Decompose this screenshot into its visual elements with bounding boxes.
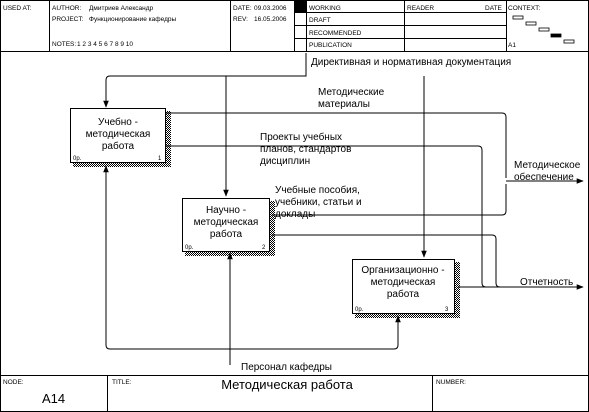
title-label: TITLE:	[112, 379, 132, 386]
author-label: AUTHOR:	[52, 5, 81, 12]
header-block: USED AT: AUTHOR: Дмитриев Александр PROJ…	[0, 0, 589, 52]
context-label: CONTEXT:	[508, 5, 540, 12]
box-3-title-line2: методическая	[371, 277, 436, 288]
control-docs-to-box1	[103, 75, 296, 108]
label-textbooks-line2: учебники, статьи и	[275, 196, 362, 208]
label-method-materials-line2: материалы	[318, 99, 370, 110]
reader-label: READER	[407, 5, 434, 12]
method-materials-arrow	[166, 112, 507, 178]
box-2-title-line2: методическая	[194, 217, 259, 228]
number-label: NUMBER:	[436, 379, 466, 386]
notes-value: 1 2 3 4 5 6 7 8 9 10	[77, 41, 133, 48]
activity-box-2[interactable]: Научно - методическая работа 0р. 2	[182, 198, 276, 257]
label-textbooks-line1: Учебные пособия,	[275, 184, 360, 196]
box-3-title-line3: работа	[387, 288, 420, 300]
label-textbooks-line3: доклады	[275, 209, 315, 220]
box-3-number: 3	[445, 307, 449, 313]
notes-label: NOTES:	[52, 41, 76, 48]
label-control-docs: Директивная и нормативная документация	[311, 57, 511, 68]
project-value: Функционирование кафедры	[89, 16, 177, 23]
arrows	[103, 53, 584, 365]
activity-box-1[interactable]: Учебно - методическая работа 0р. 1	[70, 108, 172, 168]
label-method-materials-line1: Методические	[318, 87, 385, 98]
rev-label: REV:	[233, 16, 248, 23]
personnel-to-box3	[230, 315, 401, 350]
author-value: Дмитриев Александр	[89, 5, 154, 12]
date-value: 09.03.2006	[254, 5, 287, 12]
box-1-cost: 0р.	[73, 156, 82, 162]
project-label: PROJECT:	[52, 16, 84, 23]
diagram-title: Методическая работа	[221, 377, 353, 392]
label-method-support-line1: Методическое	[514, 160, 581, 171]
label-projects-line1: Проекты учебных	[260, 131, 342, 143]
date-label: DATE:	[233, 5, 252, 12]
status-working: WORKING	[309, 5, 341, 12]
rev-value: 16.05.2006	[254, 16, 287, 23]
box-3-cost: 0р.	[355, 307, 364, 313]
box-1-title-line3: работа	[102, 140, 135, 152]
status-draft: DRAFT	[309, 17, 331, 24]
status-publication: PUBLICATION	[309, 42, 352, 49]
box-1-title-line1: Учебно -	[98, 116, 138, 128]
textbooks-arrow	[272, 184, 507, 216]
node-value: A14	[42, 391, 65, 406]
box-2-number: 2	[262, 245, 266, 251]
node-label: NODE:	[3, 379, 24, 386]
control-docs-arrow	[296, 53, 307, 77]
working-status-marker	[295, 1, 306, 12]
footer-block: NODE: A14 TITLE: Методическая работа NUM…	[0, 375, 589, 412]
label-method-support-line2: обеспечение	[514, 171, 574, 183]
box-3-title-line1: Организационно -	[361, 265, 444, 276]
label-personnel: Персонал кафедры	[241, 361, 332, 373]
box-1-title-line2: методическая	[86, 129, 151, 140]
box-2-title-line3: работа	[210, 228, 243, 240]
personnel-to-box1	[103, 165, 230, 350]
label-projects-line2: планов, стандартов	[260, 144, 351, 155]
arrow-labels: Директивная и нормативная документация М…	[241, 57, 581, 373]
label-projects-line3: дисциплин	[260, 156, 310, 167]
status-recommended: RECOMMENDED	[309, 30, 362, 37]
box-2-cost: 0р.	[185, 245, 194, 251]
used-at-label: USED AT:	[3, 5, 32, 12]
box-2-title-line1: Научно -	[206, 205, 246, 216]
label-reporting: Отчетность	[520, 277, 573, 288]
context-node: A1	[508, 42, 516, 49]
reader-date-label: DATE	[485, 5, 503, 12]
activity-box-3[interactable]: Организационно - методическая работа 0р.…	[352, 259, 461, 319]
context-thumbnail	[512, 15, 575, 44]
box-1-number: 1	[158, 156, 162, 162]
